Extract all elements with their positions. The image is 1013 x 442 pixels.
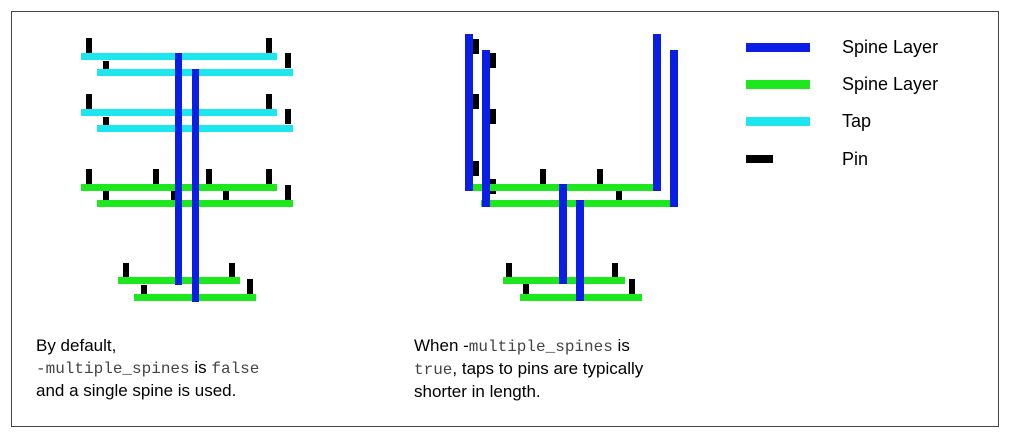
legend-label-tap: Tap (842, 111, 872, 131)
blue-spine (653, 34, 661, 191)
pin-mark (141, 285, 147, 300)
code-false: false (211, 360, 260, 378)
caption-multiple-is: is (612, 336, 630, 355)
code-true: true (414, 361, 453, 379)
pin-mark (223, 191, 229, 206)
figure-frame: Spine Layer Spine Layer Tap Pin By defau… (11, 11, 999, 427)
caption-multiple-line2: true, taps to pins are typically (414, 358, 643, 381)
caption-default-line1: By default, (36, 336, 117, 355)
pin-mark (103, 191, 109, 206)
pin-mark (103, 117, 109, 132)
pin-mark (616, 191, 622, 206)
caption-default-line2: -multiple_spines is false (36, 357, 259, 380)
legend-label-spine-green: Spine Layer (842, 74, 939, 94)
code-multiple-spines: -multiple_spines (36, 360, 190, 378)
caption-multiple-line3: shorter in length. (414, 382, 541, 401)
pin-mark (229, 263, 235, 278)
pin-mark (473, 94, 479, 109)
pin-mark (86, 94, 92, 109)
blue-spine (576, 200, 584, 301)
caption-multiple: When -multiple_spines is true, taps to p… (414, 335, 643, 403)
pin-mark (171, 191, 177, 206)
pin-mark (506, 263, 512, 278)
spine-diagram (81, 34, 810, 302)
blue-spine (482, 50, 490, 207)
caption-multiple-when: When - (414, 336, 469, 355)
legend-label-pin: Pin (842, 149, 869, 169)
pin-mark (612, 263, 618, 278)
pin-mark (285, 185, 291, 200)
pin-mark (266, 169, 272, 184)
pin-mark (206, 169, 212, 184)
caption-multiple-line1: When -multiple_spines is (414, 335, 643, 358)
caption-default: By default, -multiple_spines is false an… (36, 335, 259, 402)
blue-spine (175, 53, 182, 285)
code-multiple-spines-right: multiple_spines (468, 338, 613, 356)
legend-swatch-0 (746, 43, 810, 52)
blue-spine (559, 184, 567, 284)
pin-mark (523, 279, 529, 294)
pin-mark (473, 39, 479, 54)
caption-multiple-taps: , taps to pins are typically (452, 359, 644, 378)
legend-swatch-pin (746, 155, 773, 163)
pin-mark (540, 169, 546, 184)
legend-swatch-2 (746, 117, 810, 126)
pin-mark (285, 53, 291, 68)
pin-mark (86, 38, 92, 53)
pin-mark (103, 61, 109, 76)
pin-mark (597, 169, 603, 184)
blue-spine (670, 50, 678, 207)
pin-mark (266, 94, 272, 109)
pin-mark (153, 169, 159, 184)
pin-mark (123, 263, 129, 278)
legend-swatch-1 (746, 80, 810, 89)
multiple-spines-diagram (465, 34, 678, 301)
legend-label-spine-blue: Spine Layer (842, 37, 939, 57)
caption-default-is: is (189, 358, 212, 377)
blue-spine (465, 34, 473, 191)
pin-mark (285, 109, 291, 124)
single-spine-diagram (81, 38, 293, 302)
pin-mark (490, 109, 496, 124)
pin-mark (473, 161, 479, 176)
pin-mark (490, 53, 496, 68)
pin-mark (86, 169, 92, 184)
blue-spine (192, 69, 199, 302)
pin-mark (629, 279, 635, 294)
pin-mark (247, 279, 253, 294)
legend-swatches (746, 43, 810, 163)
caption-default-line3: and a single spine is used. (36, 381, 237, 400)
pin-mark (266, 38, 272, 53)
